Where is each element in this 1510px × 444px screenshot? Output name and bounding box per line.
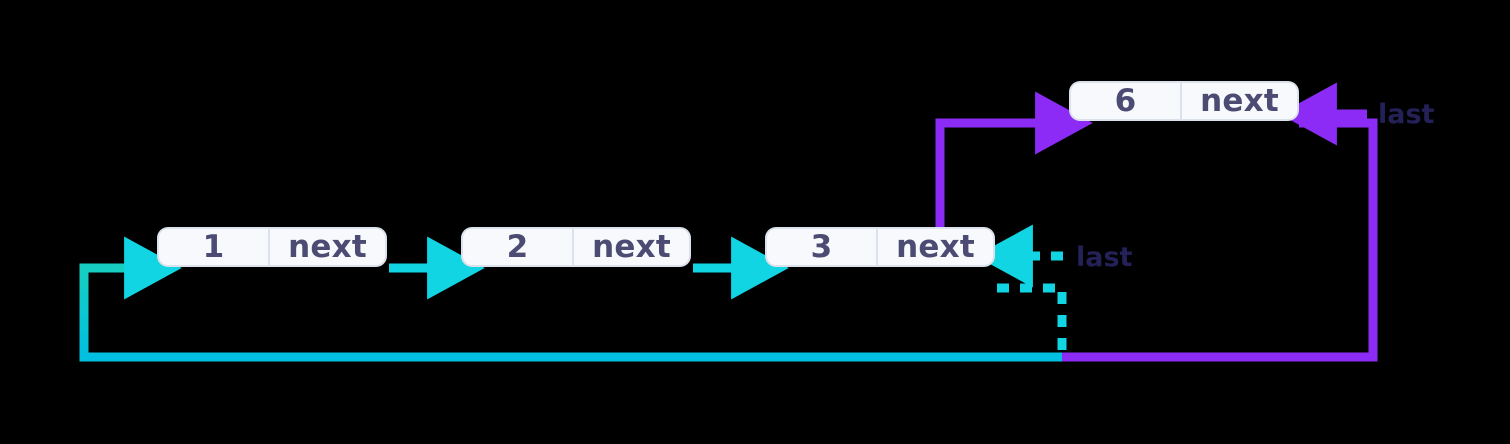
edge-3-next-to-6 [935,91,1093,228]
list-node-3[interactable]: 3 next [765,227,995,267]
last-pointer-label-new: last [1378,99,1435,130]
node-next-pointer: next [877,227,995,267]
node-next-pointer: next [573,227,691,267]
node-value: 2 [461,227,573,267]
node-value: 6 [1069,81,1181,121]
node-value: 1 [157,227,269,267]
list-node-6[interactable]: 6 next [1069,81,1299,121]
edge-tail-back-to-head [79,236,1062,362]
last-pointer-label-old: last [1076,242,1133,273]
node-next-pointer: next [1181,81,1299,121]
node-next-pointer: next [269,227,387,267]
edge-old-tail-elbow [997,283,1067,353]
node-value: 3 [765,227,877,267]
list-node-1[interactable]: 1 next [157,227,387,267]
edge-6-next-wrap-to-bottom [1062,118,1378,362]
list-node-2[interactable]: 2 next [461,227,691,267]
